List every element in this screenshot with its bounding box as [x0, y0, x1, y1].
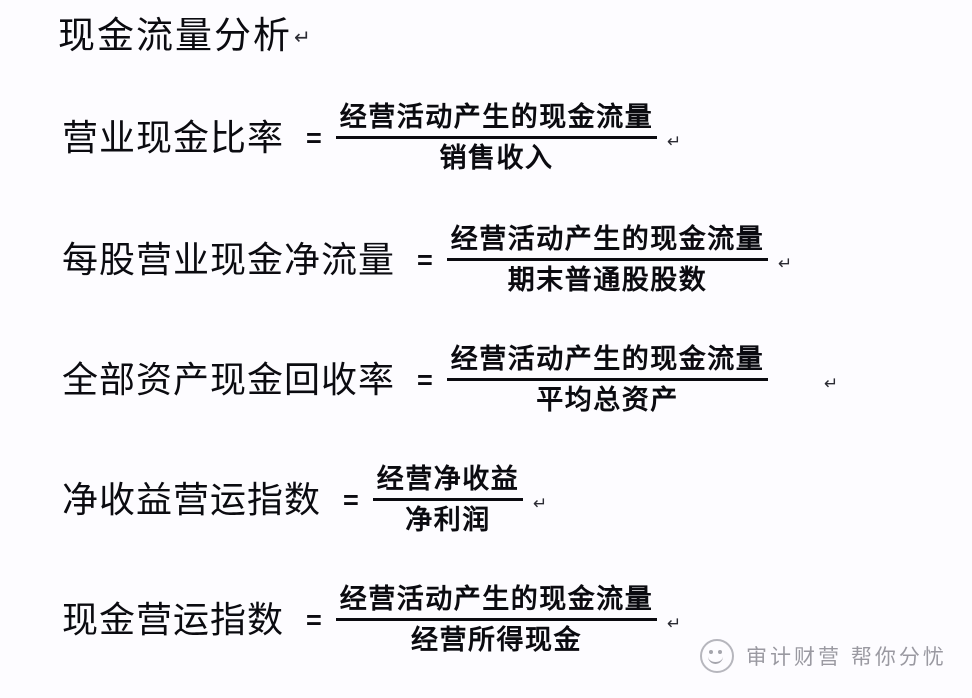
fraction-bar	[335, 618, 658, 621]
return-mark-icon: ↵	[667, 613, 682, 634]
fraction: 经营活动产生的现金流量 平均总资产 ↵	[446, 342, 838, 417]
fraction-bar	[446, 378, 769, 381]
fraction-numerator: 经营活动产生的现金流量	[450, 344, 765, 374]
fraction-numerator: 经营活动产生的现金流量	[339, 102, 654, 132]
formula-label: 全部资产现金回收率	[62, 359, 396, 400]
formula-label: 营业现金比率	[62, 117, 285, 158]
fraction-denominator: 经营所得现金	[411, 625, 583, 655]
formula-label: 净收益营运指数	[62, 479, 322, 520]
fraction-denominator: 销售收入	[439, 143, 554, 173]
equals-sign: =	[306, 123, 322, 153]
formula-row: 净收益营运指数 = 经营净收益 净利润 ↵	[62, 462, 547, 537]
return-mark-icon: ↵	[824, 373, 839, 394]
fraction-bar	[372, 498, 524, 501]
watermark: 审计财营 帮你分忧	[700, 639, 947, 673]
fraction-denominator: 净利润	[405, 505, 491, 535]
equals-sign: =	[417, 365, 433, 395]
fraction-bar	[446, 258, 769, 261]
formula-row: 每股营业现金净流量 = 经营活动产生的现金流量 期末普通股股数 ↵	[62, 222, 792, 297]
page-title: 现金流量分析↵	[58, 14, 313, 64]
formula-label: 每股营业现金净流量	[62, 239, 396, 280]
page-title-text: 现金流量分析	[58, 16, 292, 57]
return-mark-icon: ↵	[533, 493, 548, 514]
formula-row: 现金营运指数 = 经营活动产生的现金流量 经营所得现金 ↵	[62, 582, 681, 657]
formula-row: 全部资产现金回收率 = 经营活动产生的现金流量 平均总资产 ↵	[62, 342, 838, 417]
fraction: 经营活动产生的现金流量 销售收入 ↵	[335, 100, 681, 175]
fraction: 经营活动产生的现金流量 期末普通股股数 ↵	[446, 222, 792, 297]
fraction-numerator: 经营活动产生的现金流量	[339, 584, 654, 614]
equals-sign: =	[306, 605, 322, 635]
return-mark-icon: ↵	[667, 131, 682, 152]
equals-sign: =	[417, 245, 433, 275]
fraction: 经营活动产生的现金流量 经营所得现金 ↵	[335, 582, 681, 657]
fraction-denominator: 期末普通股股数	[507, 265, 708, 295]
return-mark-icon: ↵	[294, 25, 313, 49]
formula-label: 现金营运指数	[62, 599, 285, 640]
fraction: 经营净收益 净利润 ↵	[372, 462, 547, 537]
fraction-numerator: 经营活动产生的现金流量	[450, 224, 765, 254]
fraction-denominator: 平均总资产	[536, 385, 679, 415]
watermark-text: 审计财营 帮你分忧	[746, 646, 947, 669]
smile-arc	[708, 654, 723, 664]
return-mark-icon: ↵	[778, 253, 793, 274]
equals-sign: =	[343, 485, 359, 515]
fraction-numerator: 经营净收益	[376, 464, 520, 494]
wechat-smile-logo-icon	[700, 639, 734, 673]
fraction-bar	[335, 136, 658, 139]
formula-row: 营业现金比率 = 经营活动产生的现金流量 销售收入 ↵	[62, 100, 681, 175]
